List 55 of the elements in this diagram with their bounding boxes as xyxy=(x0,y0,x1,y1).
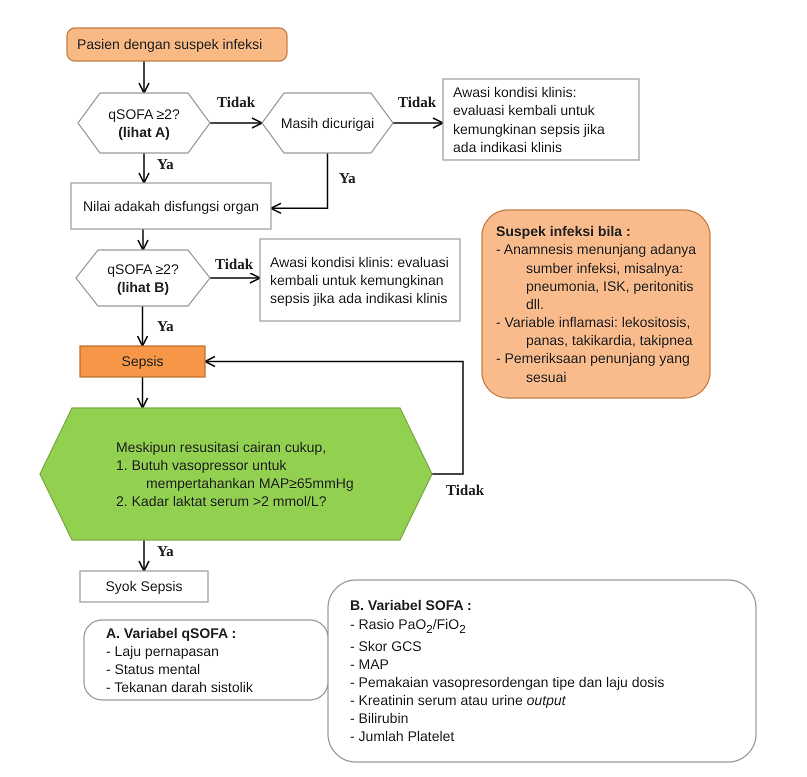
decision-hexagon xyxy=(262,93,393,153)
list-item: - Pemakaian vasopresordengan tipe dan laju dosis xyxy=(350,672,666,692)
node-label: (lihat B) xyxy=(116,278,170,296)
list-item: - Jumlah Platelet xyxy=(350,727,456,746)
list-item: - Tekanan darah sistolik xyxy=(106,678,254,696)
list-item: - Bilirubin xyxy=(350,709,410,728)
arrow xyxy=(138,153,150,184)
card-heading: B. Variabel SOFA : xyxy=(350,596,473,615)
list-item: - MAP xyxy=(350,654,390,673)
arrow xyxy=(138,540,150,572)
node-label: Nilai adakah disfungsi organ xyxy=(82,196,260,216)
edge-label: Tidak xyxy=(214,258,254,273)
decision-hexagon xyxy=(78,93,210,153)
list-item: - Anamnesis menunjang adanya sumber infeksi, misalnya: pneumonia, ISK, peritonitis dll. xyxy=(496,240,698,314)
arrow xyxy=(270,153,328,214)
list-item: - Kreatinin serum atau urine output xyxy=(350,691,567,710)
node-label: qSOFA ≥2? xyxy=(106,260,180,278)
list-item: - Rasio PaO$_{2}$/FiO$_{2}$ xyxy=(350,614,467,637)
node-label: Pasien dengan suspek infeksi xyxy=(77,35,264,54)
info-card xyxy=(328,580,756,762)
list-item: - Skor GCS xyxy=(350,636,423,655)
process-box xyxy=(80,571,208,602)
process-box xyxy=(80,346,205,377)
node-label: Sepsis xyxy=(120,352,165,371)
node-label: Awasi kondisi klinis: evaluasi kembali untuk kemungkinan sepsis jika ada indikasi klinis xyxy=(453,83,606,156)
list-item: 2. Kadar laktat serum >2 mmol/L? xyxy=(116,492,328,510)
start-box xyxy=(67,28,287,61)
list-item: - Status mental xyxy=(106,660,202,678)
process-box xyxy=(71,183,271,229)
node-label: (lihat A) xyxy=(117,123,171,142)
arrow xyxy=(136,377,148,409)
arrow xyxy=(138,61,150,94)
node-label: Syok Sepsis xyxy=(104,577,184,596)
process-box xyxy=(443,79,639,160)
node-label: Masih dicurigai xyxy=(280,114,376,132)
arrow xyxy=(136,306,148,347)
arrow xyxy=(210,272,261,284)
decision-hexagon xyxy=(40,408,432,540)
decision-hexagon xyxy=(76,250,210,306)
info-card xyxy=(84,620,328,700)
process-box xyxy=(260,239,460,321)
node-label: Meskipun resusitasi cairan cukup, xyxy=(116,438,328,456)
card-heading: Suspek infeksi bila : xyxy=(496,222,632,240)
list-item: - Pemeriksaan penunjang yang sesuai xyxy=(496,349,691,386)
arrow xyxy=(204,356,464,475)
node-label: Awasi kondisi klinis: evaluasi kembali untuk kemungkinan sepsis jika ada indikasi klinis xyxy=(270,252,450,308)
arrow xyxy=(393,117,444,129)
list-item: - Variable inflamasi: lekositosis, panas, takikardia, takipnea xyxy=(496,313,694,350)
arrow xyxy=(137,229,149,251)
info-card xyxy=(482,210,710,398)
card-heading: A. Variabel qSOFA : xyxy=(106,624,238,642)
list-item: 1. Butuh vasopressor untuk mempertahankan MAP≥65mmHg xyxy=(116,456,355,492)
node-label: qSOFA ≥2? xyxy=(107,104,181,123)
list-item: - Laju pernapasan xyxy=(106,642,220,660)
arrow xyxy=(210,117,263,129)
